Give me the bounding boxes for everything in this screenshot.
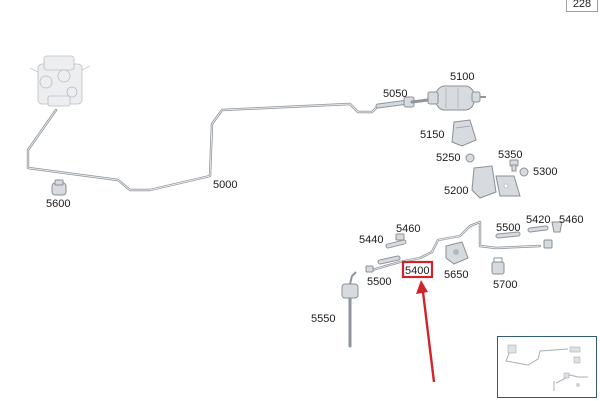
label-5700: 5700 <box>493 279 517 291</box>
label-5350: 5350 <box>498 149 522 161</box>
label-5000: 5000 <box>213 179 237 191</box>
valve-5650 <box>445 241 469 265</box>
hose-5440 <box>385 239 407 249</box>
label-5650: 5650 <box>444 269 468 281</box>
label-5400: 5400 <box>405 265 429 277</box>
label-5200: 5200 <box>444 185 468 197</box>
sensor-5550 <box>341 271 359 348</box>
hose-5500-lower <box>365 255 401 273</box>
bracket-5150 <box>451 119 477 147</box>
label-5300: 5300 <box>533 166 557 178</box>
pump-5100 <box>427 85 486 111</box>
brake-line-5000 <box>26 102 380 192</box>
hose-5050 <box>375 96 430 109</box>
hose-5500-upper <box>495 231 521 239</box>
clip-5600 <box>51 179 67 196</box>
label-5440: 5440 <box>359 234 383 246</box>
overview-thumbnail[interactable] <box>497 336 597 398</box>
label-5250: 5250 <box>436 152 460 164</box>
engine-block <box>29 55 91 107</box>
fitting-5460-right <box>551 221 563 233</box>
highlight-box-5400 <box>401 260 434 279</box>
label-5420: 5420 <box>526 214 550 226</box>
label-5500-lower: 5500 <box>367 276 391 288</box>
label-5600: 5600 <box>46 198 70 210</box>
clip-5700 <box>491 257 505 275</box>
label-5050: 5050 <box>383 88 407 100</box>
label-5460-right: 5460 <box>559 214 583 226</box>
red-pointer-arrow-icon <box>416 280 436 383</box>
thumbnail-icon <box>505 344 588 391</box>
washer-5300 <box>519 167 529 177</box>
label-5150: 5150 <box>420 129 444 141</box>
nut-5250 <box>465 153 475 163</box>
fitting-5460-left <box>395 233 405 241</box>
page-number-box: 228 <box>566 0 598 12</box>
label-5550: 5550 <box>311 313 335 325</box>
brake-line-5400 <box>370 220 542 272</box>
label-5100: 5100 <box>450 71 474 83</box>
holder-5200 <box>471 165 521 199</box>
label-5460-left: 5460 <box>396 223 420 235</box>
label-5500-upper: 5500 <box>496 222 520 234</box>
screw-5350 <box>509 159 519 172</box>
hose-5420 <box>527 225 553 249</box>
